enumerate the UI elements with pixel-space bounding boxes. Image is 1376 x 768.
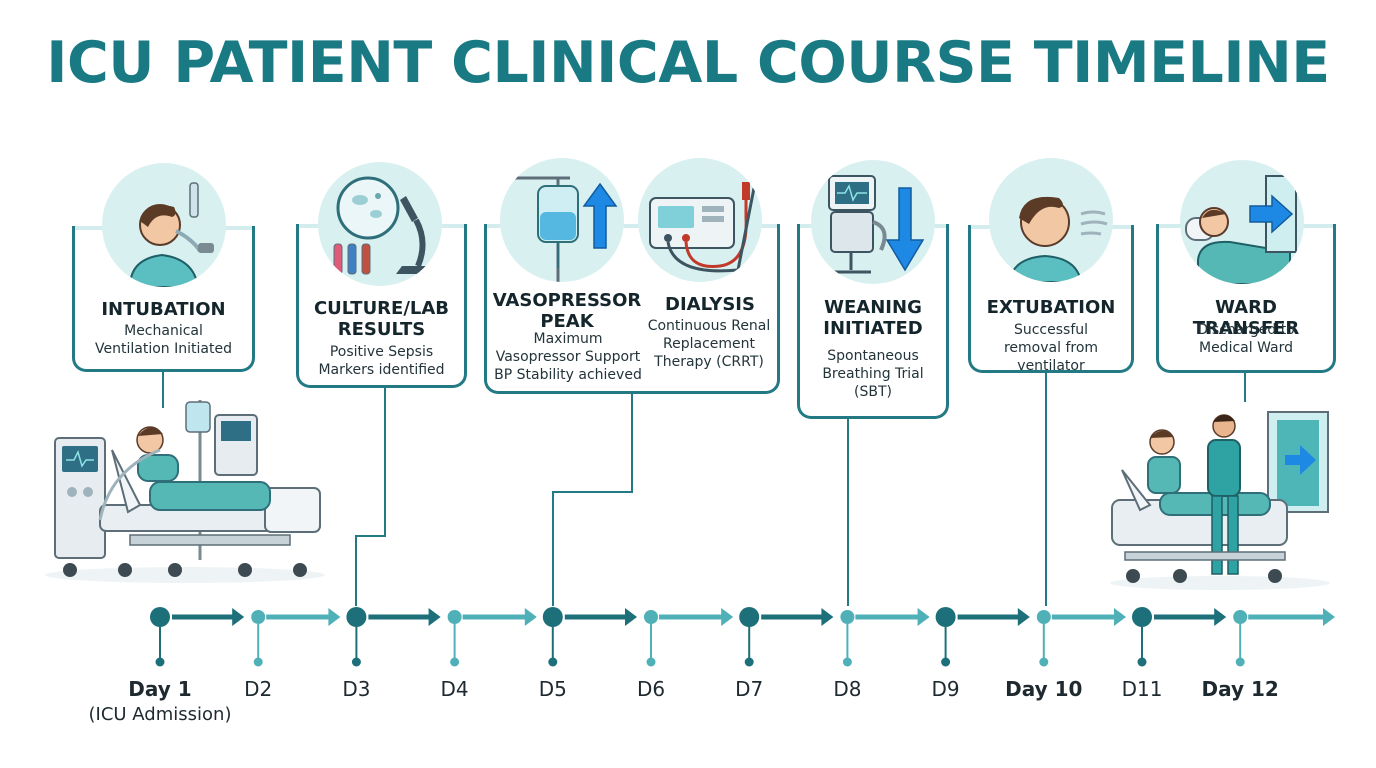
event-title: CULTURE/LAB RESULTS [313, 298, 450, 340]
timeline-arrowhead [1323, 608, 1335, 626]
timeline-day-marker [1132, 607, 1152, 627]
event-description-dialysis: Continuous Renal Replacement Therapy (CR… [647, 318, 771, 370]
timeline-day-marker [935, 607, 956, 627]
intubation-icon [102, 163, 226, 287]
day-stem-dot [941, 657, 951, 667]
event-description: Successful removal from ventilator [1003, 322, 1099, 374]
event-title-vasopressor: VASOPRESSOR PEAK [492, 290, 642, 332]
day-stem-dot [253, 657, 263, 667]
timeline-day-marker [644, 610, 658, 624]
timeline-arrowhead [625, 608, 637, 626]
page-title: ICU PATIENT CLINICAL COURSE TIMELINE [46, 30, 1330, 96]
day-stem-dot [351, 657, 361, 667]
timeline-arrowhead [821, 608, 834, 626]
event-title: INTUBATION [101, 299, 226, 320]
connector-culture [355, 388, 386, 606]
timeline-arrowhead [917, 608, 930, 626]
timeline-day-marker [150, 607, 170, 627]
event-title-dialysis: DIALYSIS [665, 294, 755, 315]
ventilator-down-icon [811, 160, 935, 284]
event-description-vasopressor: Maximum Vasopressor Support BP Stability… [494, 331, 642, 383]
dialysis-machine-icon [638, 158, 762, 282]
day-stem-dot [646, 657, 656, 667]
icu-bed-scene-illustration [45, 400, 325, 583]
ward-exit-icon [1180, 160, 1304, 284]
timeline-arrowhead [1017, 608, 1030, 626]
event-card-intubation: INTUBATION Mechanical Ventilation Initia… [72, 226, 255, 372]
day-sublabel: (ICU Admission) [88, 704, 232, 725]
event-title: WEANING INITIATED [823, 297, 923, 339]
day-stem-dot [1039, 657, 1049, 667]
event-title: EXTUBATION [986, 297, 1116, 318]
timeline-arrowhead [1214, 608, 1227, 626]
event-title: WARD TRANSFER [1192, 297, 1300, 339]
ward-transfer-scene-illustration [1110, 411, 1330, 590]
day-stem-dot [450, 657, 460, 667]
day-label: D2 [244, 677, 273, 701]
connector-vasopressor [552, 394, 633, 606]
timeline-day-marker [346, 607, 367, 627]
timeline-axis [150, 607, 1335, 667]
timeline-arrowhead [428, 608, 441, 626]
day-stem-dot [155, 657, 165, 667]
day-stem-dot [842, 657, 852, 667]
timeline-arrowhead [232, 608, 245, 626]
breathing-icon [989, 158, 1113, 282]
timeline-day-marker [840, 610, 855, 624]
timeline-arrowhead [1114, 608, 1126, 626]
timeline-day-marker [739, 607, 760, 627]
event-description: Discharged to Medical Ward [1197, 322, 1295, 356]
day-label: Day 12 [1201, 677, 1279, 701]
day-label: D3 [342, 677, 371, 701]
event-description: Positive Sepsis Markers identified [318, 344, 445, 378]
day-label: Day 1 [128, 677, 192, 701]
day-stem-dot [1235, 657, 1245, 667]
day-label: D5 [538, 677, 567, 701]
event-description: Mechanical Ventilation Initiated [95, 323, 232, 357]
timeline-day-marker [542, 607, 563, 627]
day-stem-dot [1137, 657, 1147, 667]
day-stem-dot [548, 657, 558, 667]
day-label: Day 10 [1005, 677, 1083, 701]
timeline-day-marker [251, 610, 266, 624]
day-label: D6 [636, 677, 666, 701]
connector-lines [162, 372, 1246, 606]
day-label: D4 [440, 677, 469, 701]
day-label: D9 [931, 677, 960, 701]
day-label: D8 [833, 677, 862, 701]
timeline-arrowhead [524, 608, 537, 626]
day-stem-dot [744, 657, 754, 667]
day-label: D7 [735, 677, 764, 701]
timeline-arrowhead [721, 608, 734, 626]
timeline-day-marker [447, 610, 462, 624]
event-description: Spontaneous Breathing Trial (SBT) [822, 348, 924, 400]
timeline-day-marker [1233, 610, 1248, 624]
timeline-arrowhead [328, 608, 341, 626]
iv-drip-up-icon [500, 158, 624, 282]
timeline-day-marker [1036, 610, 1051, 624]
microscope-icon [318, 162, 442, 286]
day-label: D11 [1121, 677, 1163, 701]
